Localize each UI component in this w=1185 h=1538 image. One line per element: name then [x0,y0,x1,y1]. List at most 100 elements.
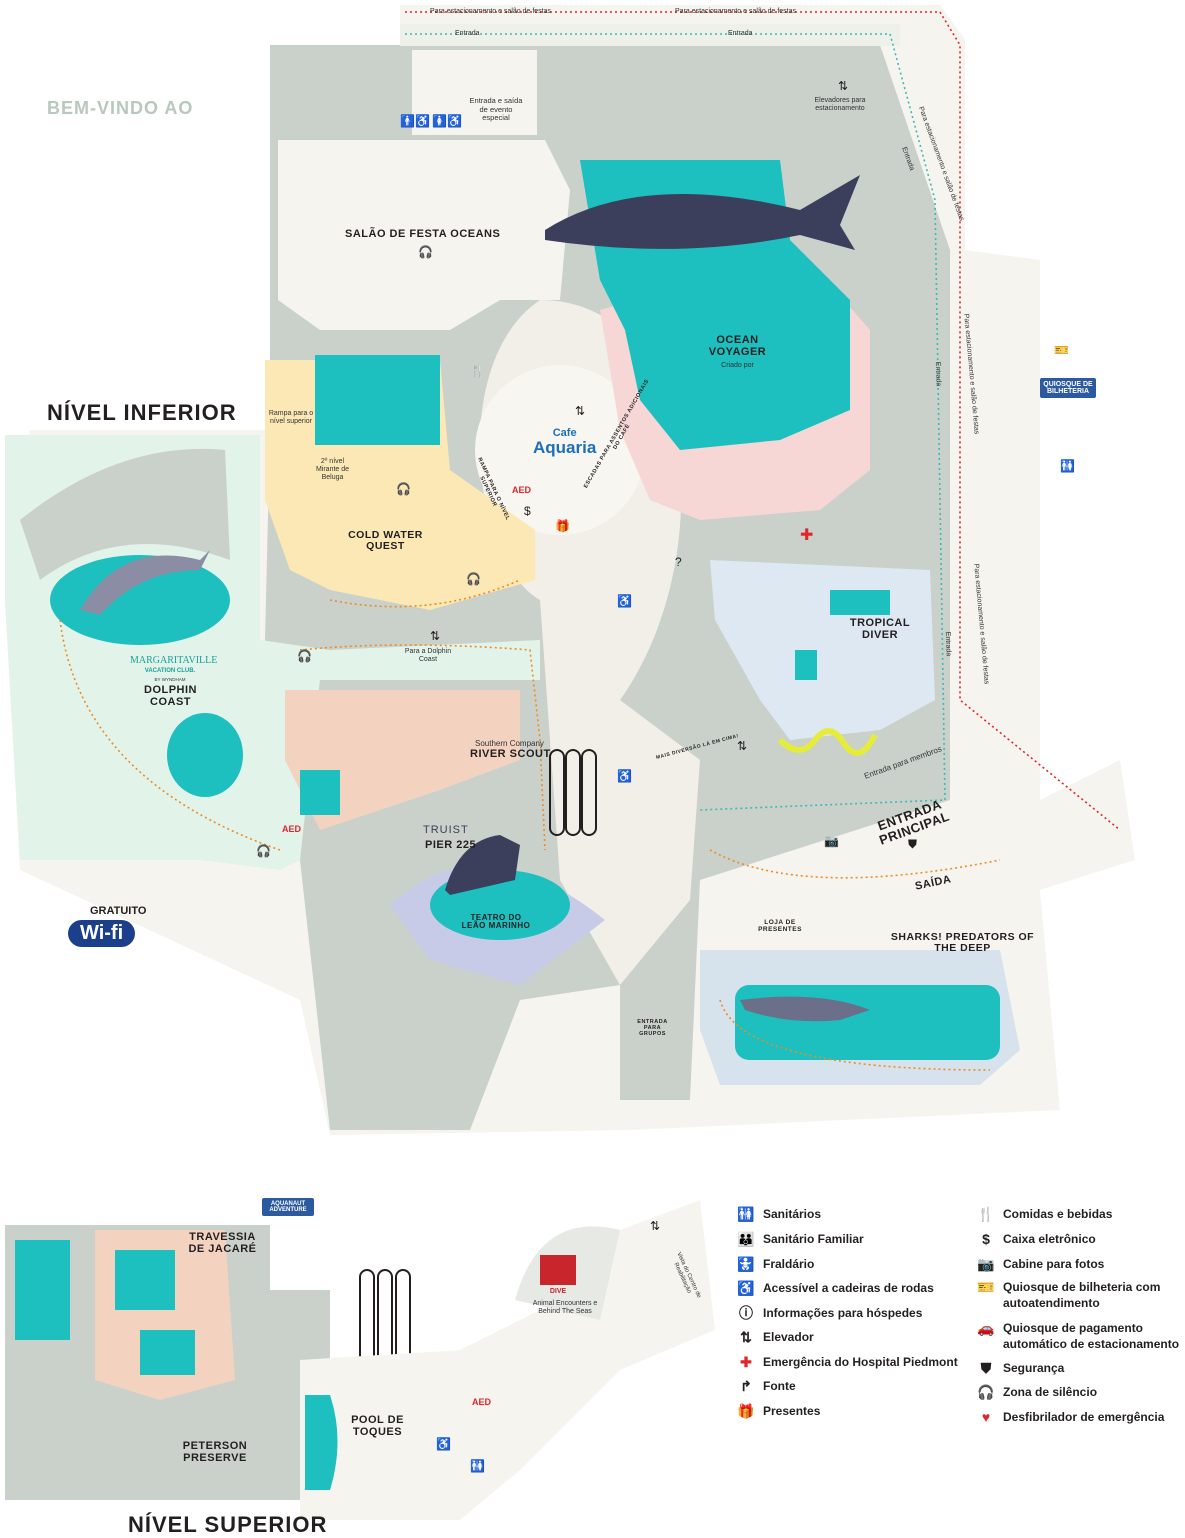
fountain-icon: ↱ [740,1378,752,1394]
legend-label: Comidas e bebidas [1003,1207,1113,1221]
ticket-kiosk-label[interactable]: QUIOSQUE DE BILHETERIA [1040,378,1096,398]
legend-item: 📷Cabine para fotos [977,1256,1104,1272]
dolphin-pool-small [167,713,243,797]
restroom-icon: 🚻 [470,1459,485,1473]
cold-water-quest-label[interactable]: COLD WATER QUEST [348,529,423,553]
aed-icon: ♥ [981,1409,991,1425]
shark-tank [735,985,1000,1060]
aed-icon: AED [512,485,532,495]
aed-icon: AED [282,824,302,834]
restroom-icon: 🚻 [737,1206,755,1222]
legend-item: ✚Emergência do Hospital Piedmont [737,1354,958,1370]
gator-crossing-label[interactable]: TRAVESSIA DE JACARÉ [188,1231,257,1255]
parking-kiosk-icon: 🚗 [977,1320,995,1336]
legend-label: Quiosque de pagamento automático de esta… [1003,1321,1180,1351]
river-scout-label[interactable]: RIVER SCOUT [470,748,551,760]
whale-shark-illustration [545,175,860,250]
camera-icon: 📷 [977,1256,995,1272]
parking-elevators-label: Elevadores para estacionamento [814,97,866,113]
pier-225-label[interactable]: PIER 225 [425,839,477,851]
legend-label: Elevador [763,1330,814,1344]
legend-label: Fraldário [763,1257,815,1271]
upper-level-walkway [300,1200,715,1520]
legend-item: 👪Sanitário Familiar [737,1231,863,1247]
legend-item: 🎧Zona de silêncio [977,1384,1097,1400]
quiet-zone-icon: 🎧 [466,572,481,586]
sharks-label[interactable]: SHARKS! PREDATORS OF THE DEEP [890,931,1035,955]
walking-paths [59,11,1121,1071]
atm-icon: $ [524,504,531,518]
margaritaville-logo: MARGARITAVILLE [130,655,218,666]
quiet-zone-icon: 🎧 [418,245,433,259]
dolphin-coast-label[interactable]: DOLPHIN COAST [144,684,197,708]
wifi-free-label: GRATUITO [90,905,147,917]
food-icon: 🍴 [977,1206,995,1222]
oceans-ballroom-label[interactable]: SALÃO DE FESTA OCEANS [345,228,501,240]
gator-tank-1 [15,1240,70,1340]
legend-item: ⛊Segurança [977,1360,1065,1376]
elevator-icon: ⇅ [740,1329,752,1345]
elevator-icon: ⇅ [575,404,586,418]
ocean-voyager-label[interactable]: OCEAN VOYAGER [708,334,767,358]
wifi-label: Wi-fi [68,920,136,947]
path-label: Entrada [728,30,753,37]
sea-lion-theater-label[interactable]: TEATRO DO LEÃO MARINHO [461,913,531,931]
tropical-diver-label[interactable]: TROPICAL DIVER [849,617,911,641]
legend-label: Sanitários [763,1207,822,1221]
changing-station-icon: 🚼 [737,1256,755,1272]
beluga-overlook-label: 2º nível Mirante de Beluga [315,458,350,482]
entry-strip [400,24,900,46]
path-label: Entrada [455,30,480,37]
legend-item: ⇅ Elevador [737,1329,814,1345]
info-icon: ⓘ [739,1305,753,1321]
animal-encounters-label[interactable]: Animal Encounters e Behind The Seas [532,1300,598,1316]
security-icon: ⛊ [980,1360,992,1376]
quiet-zone-icon: 🎧 [977,1384,995,1400]
ocean-voyager-sponsor: Criado por [721,362,754,369]
atm-icon: $ [982,1231,990,1247]
legend-item: ♿Acessível a cadeiras de rodas [737,1280,934,1296]
level-upper-heading: NÍVEL SUPERIOR [128,1512,328,1537]
quiet-zone-icon: 🎧 [396,482,411,496]
truist-logo: TRUIST [423,824,469,836]
dolphin-arena-seats [20,448,230,580]
legend-label: Caixa eletrônico [1003,1232,1096,1246]
wheelchair-icon: ♿ [737,1280,755,1296]
restroom-icon: 🚻 [1060,459,1075,473]
legend-label: Fonte [763,1379,796,1393]
legend-item: ↱ Fonte [737,1378,796,1394]
river-tank [300,770,340,815]
sea-lion-illustration [445,835,520,895]
legend-label: Desfibrilador de emergência [1003,1410,1165,1424]
shark-illustration [740,996,870,1022]
oceans-ballroom [278,140,570,330]
aquanaut-logo[interactable]: AQUANAUT ADVENTURE [262,1198,314,1216]
quiet-zone-icon: 🎧 [256,844,271,858]
elevator-icon: ⇅ [737,739,748,753]
touch-pool-label[interactable]: POOL DE TOQUES [351,1414,404,1438]
quiet-zone-icon: 🎧 [297,649,312,663]
tropical-tank-2 [795,650,817,680]
path-label: Para estacionamento e salão de festas [675,8,797,15]
info-icon: ? [675,555,682,569]
group-entry-label[interactable]: ENTRADA PARA GRUPOS [637,1019,668,1037]
special-event-room [412,50,537,135]
emergency-cross-icon: ✚ [800,527,814,544]
wifi-badge: GRATUITO Wi-fi [68,905,146,947]
peterson-preserve-label[interactable]: PETERSON PRESERVE [182,1440,248,1464]
dolphin-illustration [80,550,210,615]
security-icon: ⛊ [908,837,918,851]
restroom-icon: 🚺♿ [432,114,462,128]
cafe-small: Cafe [552,427,577,439]
legend-item: 🍴 Comidas e bebidas [977,1206,1112,1222]
dolphin-pool [50,555,230,645]
camera-icon: 📷 [824,834,839,848]
legend-item: 🚻 Sanitários [737,1206,821,1222]
level-lower-heading: NÍVEL INFERIOR [47,400,237,425]
ticket-kiosk-icon: 🎫 [977,1279,995,1295]
gift-icon: 🎁 [737,1403,755,1419]
dive-logo [540,1255,576,1285]
gift-shop-label[interactable]: LOJA DE PRESENTES [758,919,802,933]
